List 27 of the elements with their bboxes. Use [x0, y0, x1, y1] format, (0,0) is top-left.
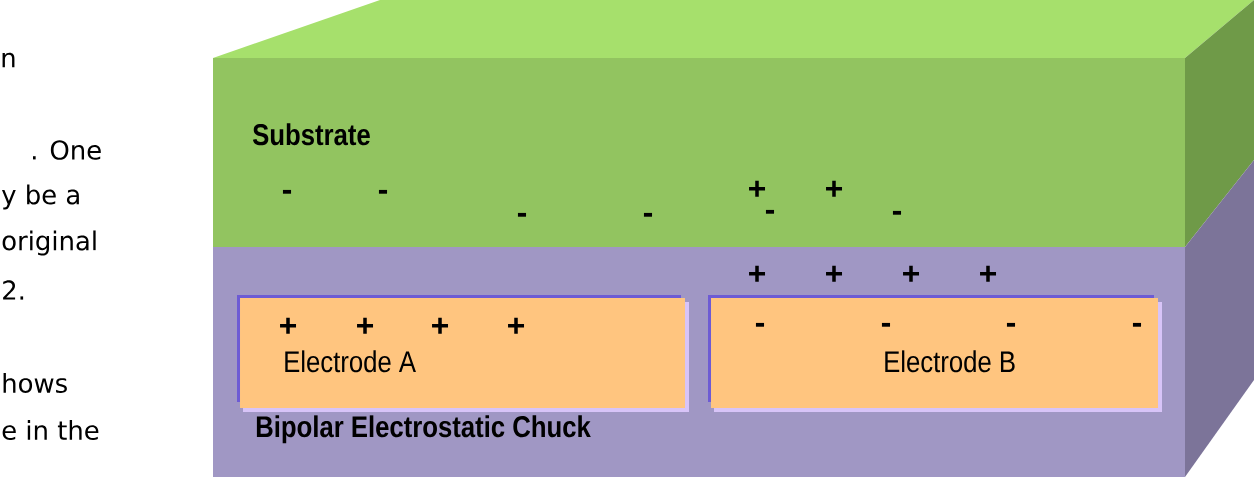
charge-sign: -	[517, 212, 527, 217]
charge-sign: +	[980, 265, 996, 282]
charge-sign: +	[903, 265, 919, 282]
charge-sign: -	[378, 189, 388, 194]
charge-sign: -	[643, 212, 653, 217]
charge-sign: +	[826, 265, 842, 282]
charge-sign: -	[1132, 322, 1142, 327]
text-fragment: original	[2, 230, 96, 256]
charge-sign: +	[508, 317, 525, 334]
charge-sign: +	[280, 317, 297, 334]
charge-sign: -	[755, 322, 765, 327]
charge-sign: -	[282, 189, 292, 194]
text-fragment: e in the	[2, 419, 99, 440]
text-fragment: n	[2, 52, 15, 68]
charge-sign: +	[826, 180, 842, 197]
charge-sign: +	[749, 180, 765, 197]
charge-sign: -	[1006, 322, 1016, 327]
text-fragment: y be a	[2, 184, 79, 210]
text-fragment: hows	[3, 372, 67, 393]
charge-sign: +	[432, 317, 449, 334]
text-fragment: 2.	[3, 280, 24, 300]
charge-sign: +	[749, 265, 765, 282]
charge-sign: -	[881, 322, 891, 327]
charge-sign: +	[357, 317, 374, 334]
text-fragment: . One	[33, 140, 101, 160]
charge-sign: -	[765, 209, 775, 214]
charge-sign: -	[892, 210, 902, 215]
